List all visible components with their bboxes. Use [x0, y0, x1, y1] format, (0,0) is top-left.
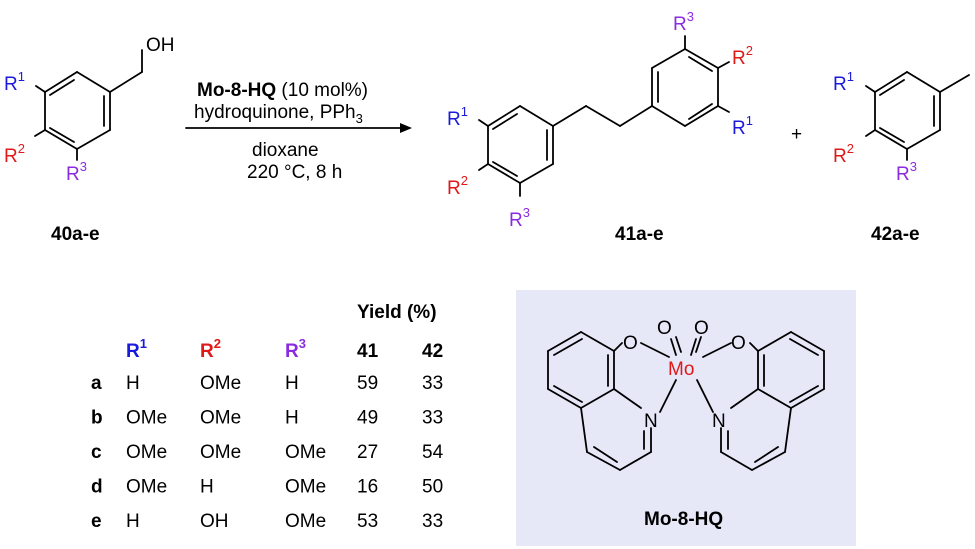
catalyst-o-left: O — [623, 333, 638, 354]
table-cell-r2: OMe — [200, 373, 241, 394]
product41-bonds — [478, 35, 730, 197]
product41-compound-label: 41a-e — [615, 224, 664, 245]
reaction-arrow-head — [400, 123, 412, 133]
table-cell-y41: 49 — [357, 408, 378, 429]
product41-r1-right: R1 — [732, 113, 753, 139]
solvent-line: dioxane — [252, 140, 319, 161]
catalyst-background — [516, 290, 856, 546]
catalyst-o-right: O — [731, 333, 746, 354]
catalyst-label: Mo-8-HQ — [644, 509, 723, 530]
catalyst-panel: O O O O Mo N N Mo-8-HQ — [516, 290, 856, 546]
table-cell-r2: OH — [200, 511, 229, 532]
table-cell-r3: OMe — [285, 477, 326, 498]
plus-sign: + — [791, 124, 802, 145]
header-yield-41: 41 — [357, 341, 379, 362]
table-cell-y41: 16 — [357, 477, 378, 498]
table-cell-entry: c — [91, 442, 102, 463]
table-cell-r3: H — [285, 373, 299, 394]
table-cell-entry: d — [91, 477, 103, 498]
table-cell-r2: OMe — [200, 442, 241, 463]
product42-compound-label: 42a-e — [871, 224, 920, 245]
product41-r3-left: R3 — [509, 205, 530, 231]
product-41: R1 R2 R3 R3 R2 R1 41a-e — [447, 9, 753, 245]
header-r1: R1 — [126, 336, 147, 362]
table-cell-entry: a — [91, 373, 102, 394]
product42-r2-label: R2 — [833, 141, 854, 167]
table-row: d OMe H OMe 16 50 — [91, 477, 443, 498]
table-cell-y42: 54 — [422, 442, 444, 463]
reactant-40: OH R1 R2 R3 40a-e — [4, 35, 175, 245]
table-cell-entry: b — [91, 408, 103, 429]
product41-r3-right: R3 — [673, 9, 694, 35]
header-yield-42: 42 — [422, 341, 443, 362]
catalyst-oxo-right: O — [694, 318, 709, 339]
reagents-line: hydroquinone, PPh3 — [194, 102, 363, 126]
catalyst-n-left: N — [644, 411, 658, 432]
reactant-compound-label: 40a-e — [51, 224, 100, 245]
table-cell-r2: OMe — [200, 408, 241, 429]
reactant-oh-label: OH — [146, 35, 175, 56]
temperature-time-line: 220 °C, 8 h — [247, 162, 342, 183]
reactant-ring-bonds — [34, 49, 143, 161]
table-cell-y41: 27 — [357, 442, 378, 463]
product42-r3-label: R3 — [896, 159, 917, 185]
header-r3: R3 — [285, 336, 306, 362]
product42-r1-label: R1 — [833, 69, 854, 95]
catalyst-oxo-left: O — [657, 318, 672, 339]
reactant-r3-label: R3 — [66, 159, 87, 185]
table-cell-y42: 33 — [422, 511, 443, 532]
table-row: a H OMe H 59 33 — [91, 373, 443, 394]
table-row: e H OH OMe 53 33 — [91, 511, 443, 532]
table-cell-y42: 50 — [422, 477, 443, 498]
table-cell-r3: H — [285, 408, 299, 429]
table-cell-r1: OMe — [126, 477, 167, 498]
table-row: c OMe OMe OMe 27 54 — [91, 442, 444, 463]
table-header-row: R1 R2 R3 41 42 — [126, 336, 443, 362]
product41-r1-left: R1 — [447, 104, 468, 130]
table-cell-r3: OMe — [285, 442, 326, 463]
catalyst-conditions-line: Mo-8-HQ (10 mol%) — [197, 80, 368, 101]
catalyst-n-right: N — [712, 411, 726, 432]
table-cell-y41: 53 — [357, 511, 378, 532]
table-cell-r1: H — [126, 373, 140, 394]
table-cell-r1: OMe — [126, 408, 167, 429]
table-cell-r1: OMe — [126, 442, 167, 463]
header-r2: R2 — [200, 336, 221, 362]
catalyst-mo-atom: Mo — [668, 359, 694, 380]
table-cell-y42: 33 — [422, 373, 443, 394]
table-cell-y41: 59 — [357, 373, 378, 394]
reactant-r2-label: R2 — [4, 141, 25, 167]
reaction-conditions: Mo-8-HQ (10 mol%) hydroquinone, PPh3 dio… — [185, 80, 412, 183]
product41-r2-right: R2 — [732, 43, 753, 69]
reactant-r1-label: R1 — [4, 69, 25, 95]
yield-header: Yield (%) — [357, 302, 437, 323]
table-row: b OMe OMe H 49 33 — [91, 408, 443, 429]
table-cell-r2: H — [200, 477, 214, 498]
table-cell-entry: e — [91, 511, 102, 532]
table-cell-y42: 33 — [422, 408, 443, 429]
table-cell-r1: H — [126, 511, 140, 532]
catalyst-bonds — [547, 331, 825, 471]
product-42: R1 R2 R3 42a-e — [833, 69, 970, 245]
product42-bonds — [865, 71, 970, 161]
table-cell-r3: OMe — [285, 511, 326, 532]
product41-r2-left: R2 — [447, 173, 468, 199]
